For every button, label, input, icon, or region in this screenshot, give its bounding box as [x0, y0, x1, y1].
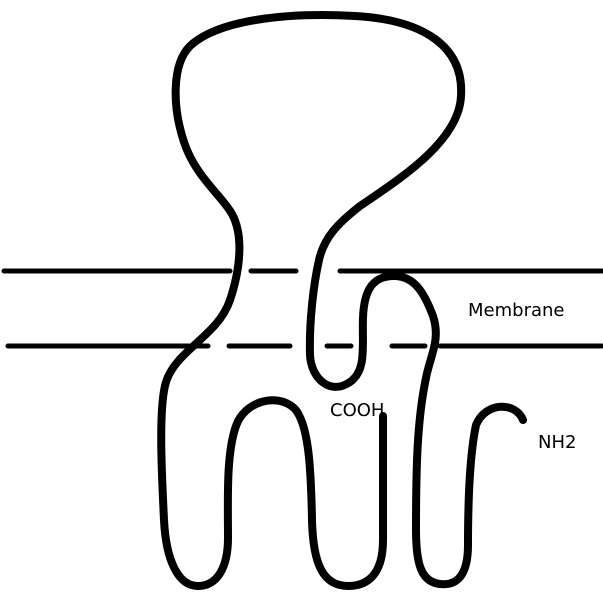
cooh-label: COOH	[330, 400, 384, 421]
membrane-label: Membrane	[468, 300, 564, 321]
nh2-label: NH2	[538, 432, 576, 453]
